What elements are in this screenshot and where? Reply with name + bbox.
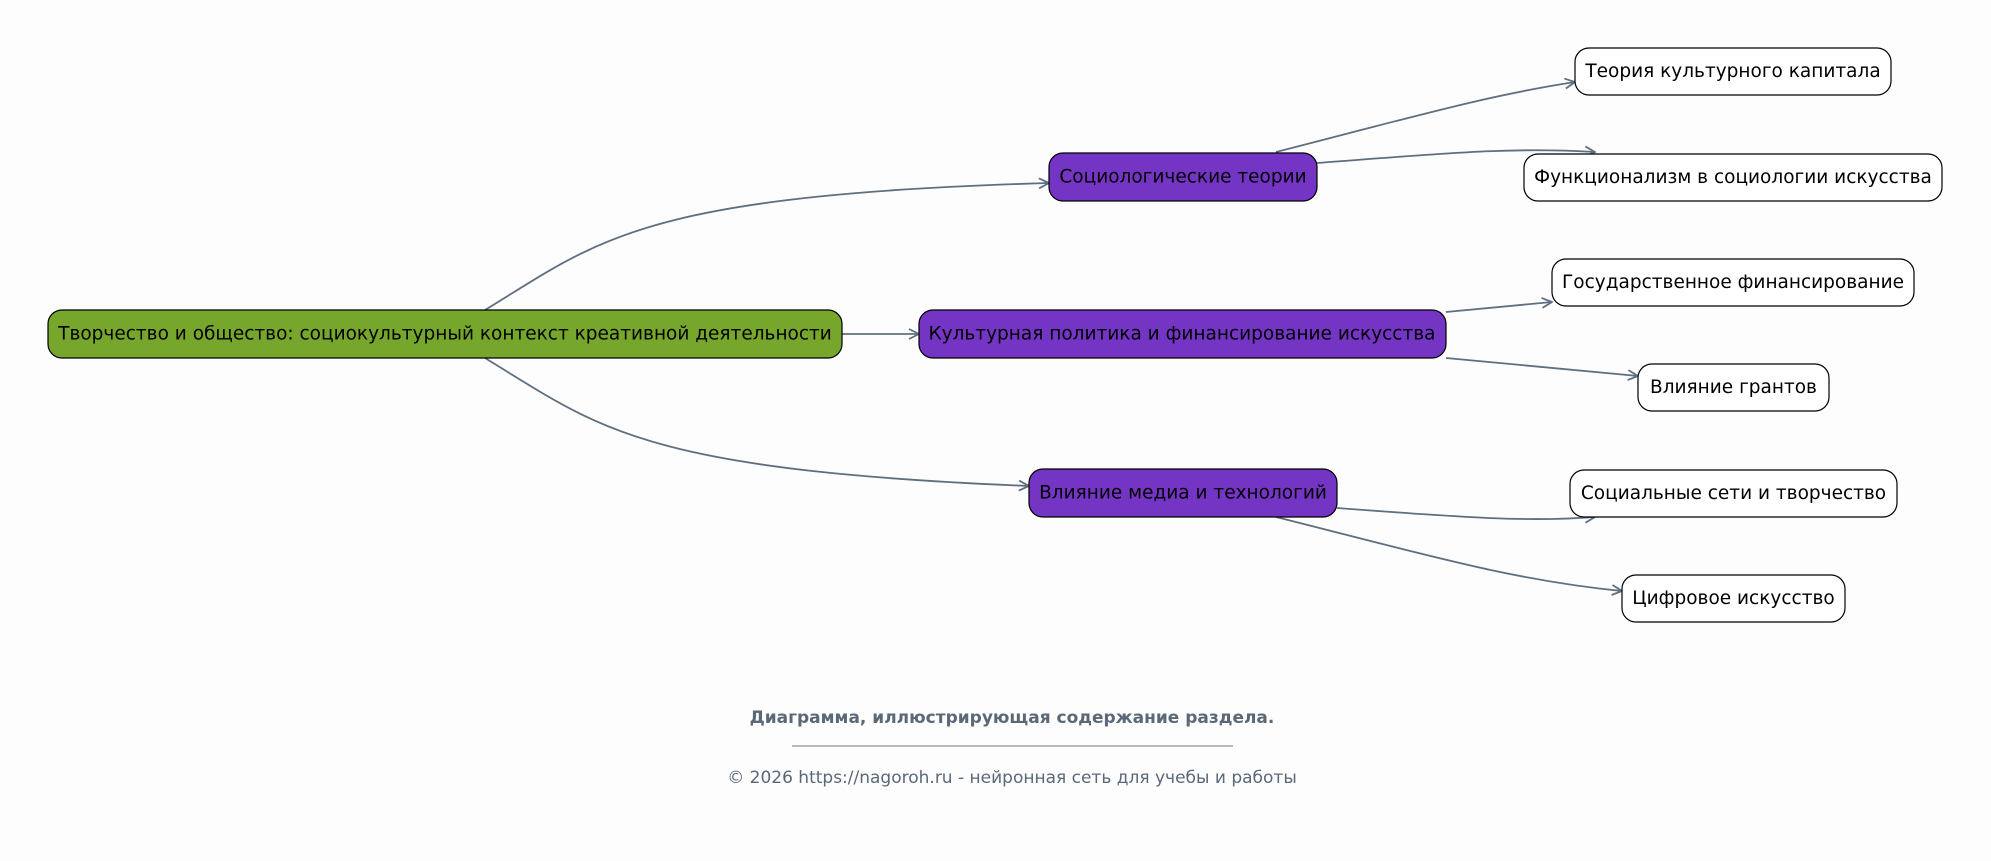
branch-label: Культурная политика и финансирование иск… — [929, 324, 1436, 345]
branch-label: Социологические теории — [1059, 167, 1306, 188]
diagram-caption: Диаграмма, иллюстрирующая содержание раз… — [750, 708, 1275, 728]
root-node[interactable]: Творчество и общество: социокультурный к… — [47, 309, 843, 359]
leaf-label: Государственное финансирование — [1562, 272, 1904, 293]
leaf-node[interactable]: Государственное финансирование — [1551, 258, 1915, 307]
root-label: Творчество и общество: социокультурный к… — [57, 324, 832, 345]
leaf-label: Влияние грантов — [1650, 377, 1817, 398]
edge-policy-grants — [1445, 357, 1638, 376]
leaf-node[interactable]: Цифровое искусство — [1621, 574, 1846, 623]
edge-media-digital — [1275, 516, 1622, 591]
edge-media-social — [1336, 507, 1595, 519]
leaf-label: Функционализм в социологии искусства — [1534, 167, 1932, 188]
leaf-label: Цифровое искусство — [1632, 588, 1834, 609]
footer-copyright: © 2026 https://nagoroh.ru - нейронная се… — [727, 768, 1297, 788]
edge-policy-state — [1445, 302, 1552, 313]
branch-node-policy[interactable]: Культурная политика и финансирование иск… — [918, 309, 1447, 359]
leaf-label: Теория культурного капитала — [1584, 61, 1880, 82]
edge-root-sociology — [484, 183, 1049, 311]
leaf-node[interactable]: Влияние грантов — [1637, 363, 1830, 412]
branch-label: Влияние медиа и технологий — [1039, 483, 1327, 504]
branch-node-media[interactable]: Влияние медиа и технологий — [1028, 468, 1338, 518]
edge-root-media — [484, 357, 1029, 486]
leaf-node[interactable]: Теория культурного капитала — [1574, 47, 1892, 96]
branch-node-sociology[interactable]: Социологические теории — [1048, 152, 1318, 202]
leaf-node[interactable]: Функционализм в социологии искусства — [1523, 153, 1943, 202]
edge-sociology-functionalism — [1316, 150, 1595, 164]
leaf-node[interactable]: Социальные сети и творчество — [1569, 469, 1898, 518]
edge-sociology-capital — [1275, 82, 1575, 153]
leaf-label: Социальные сети и творчество — [1581, 483, 1886, 504]
